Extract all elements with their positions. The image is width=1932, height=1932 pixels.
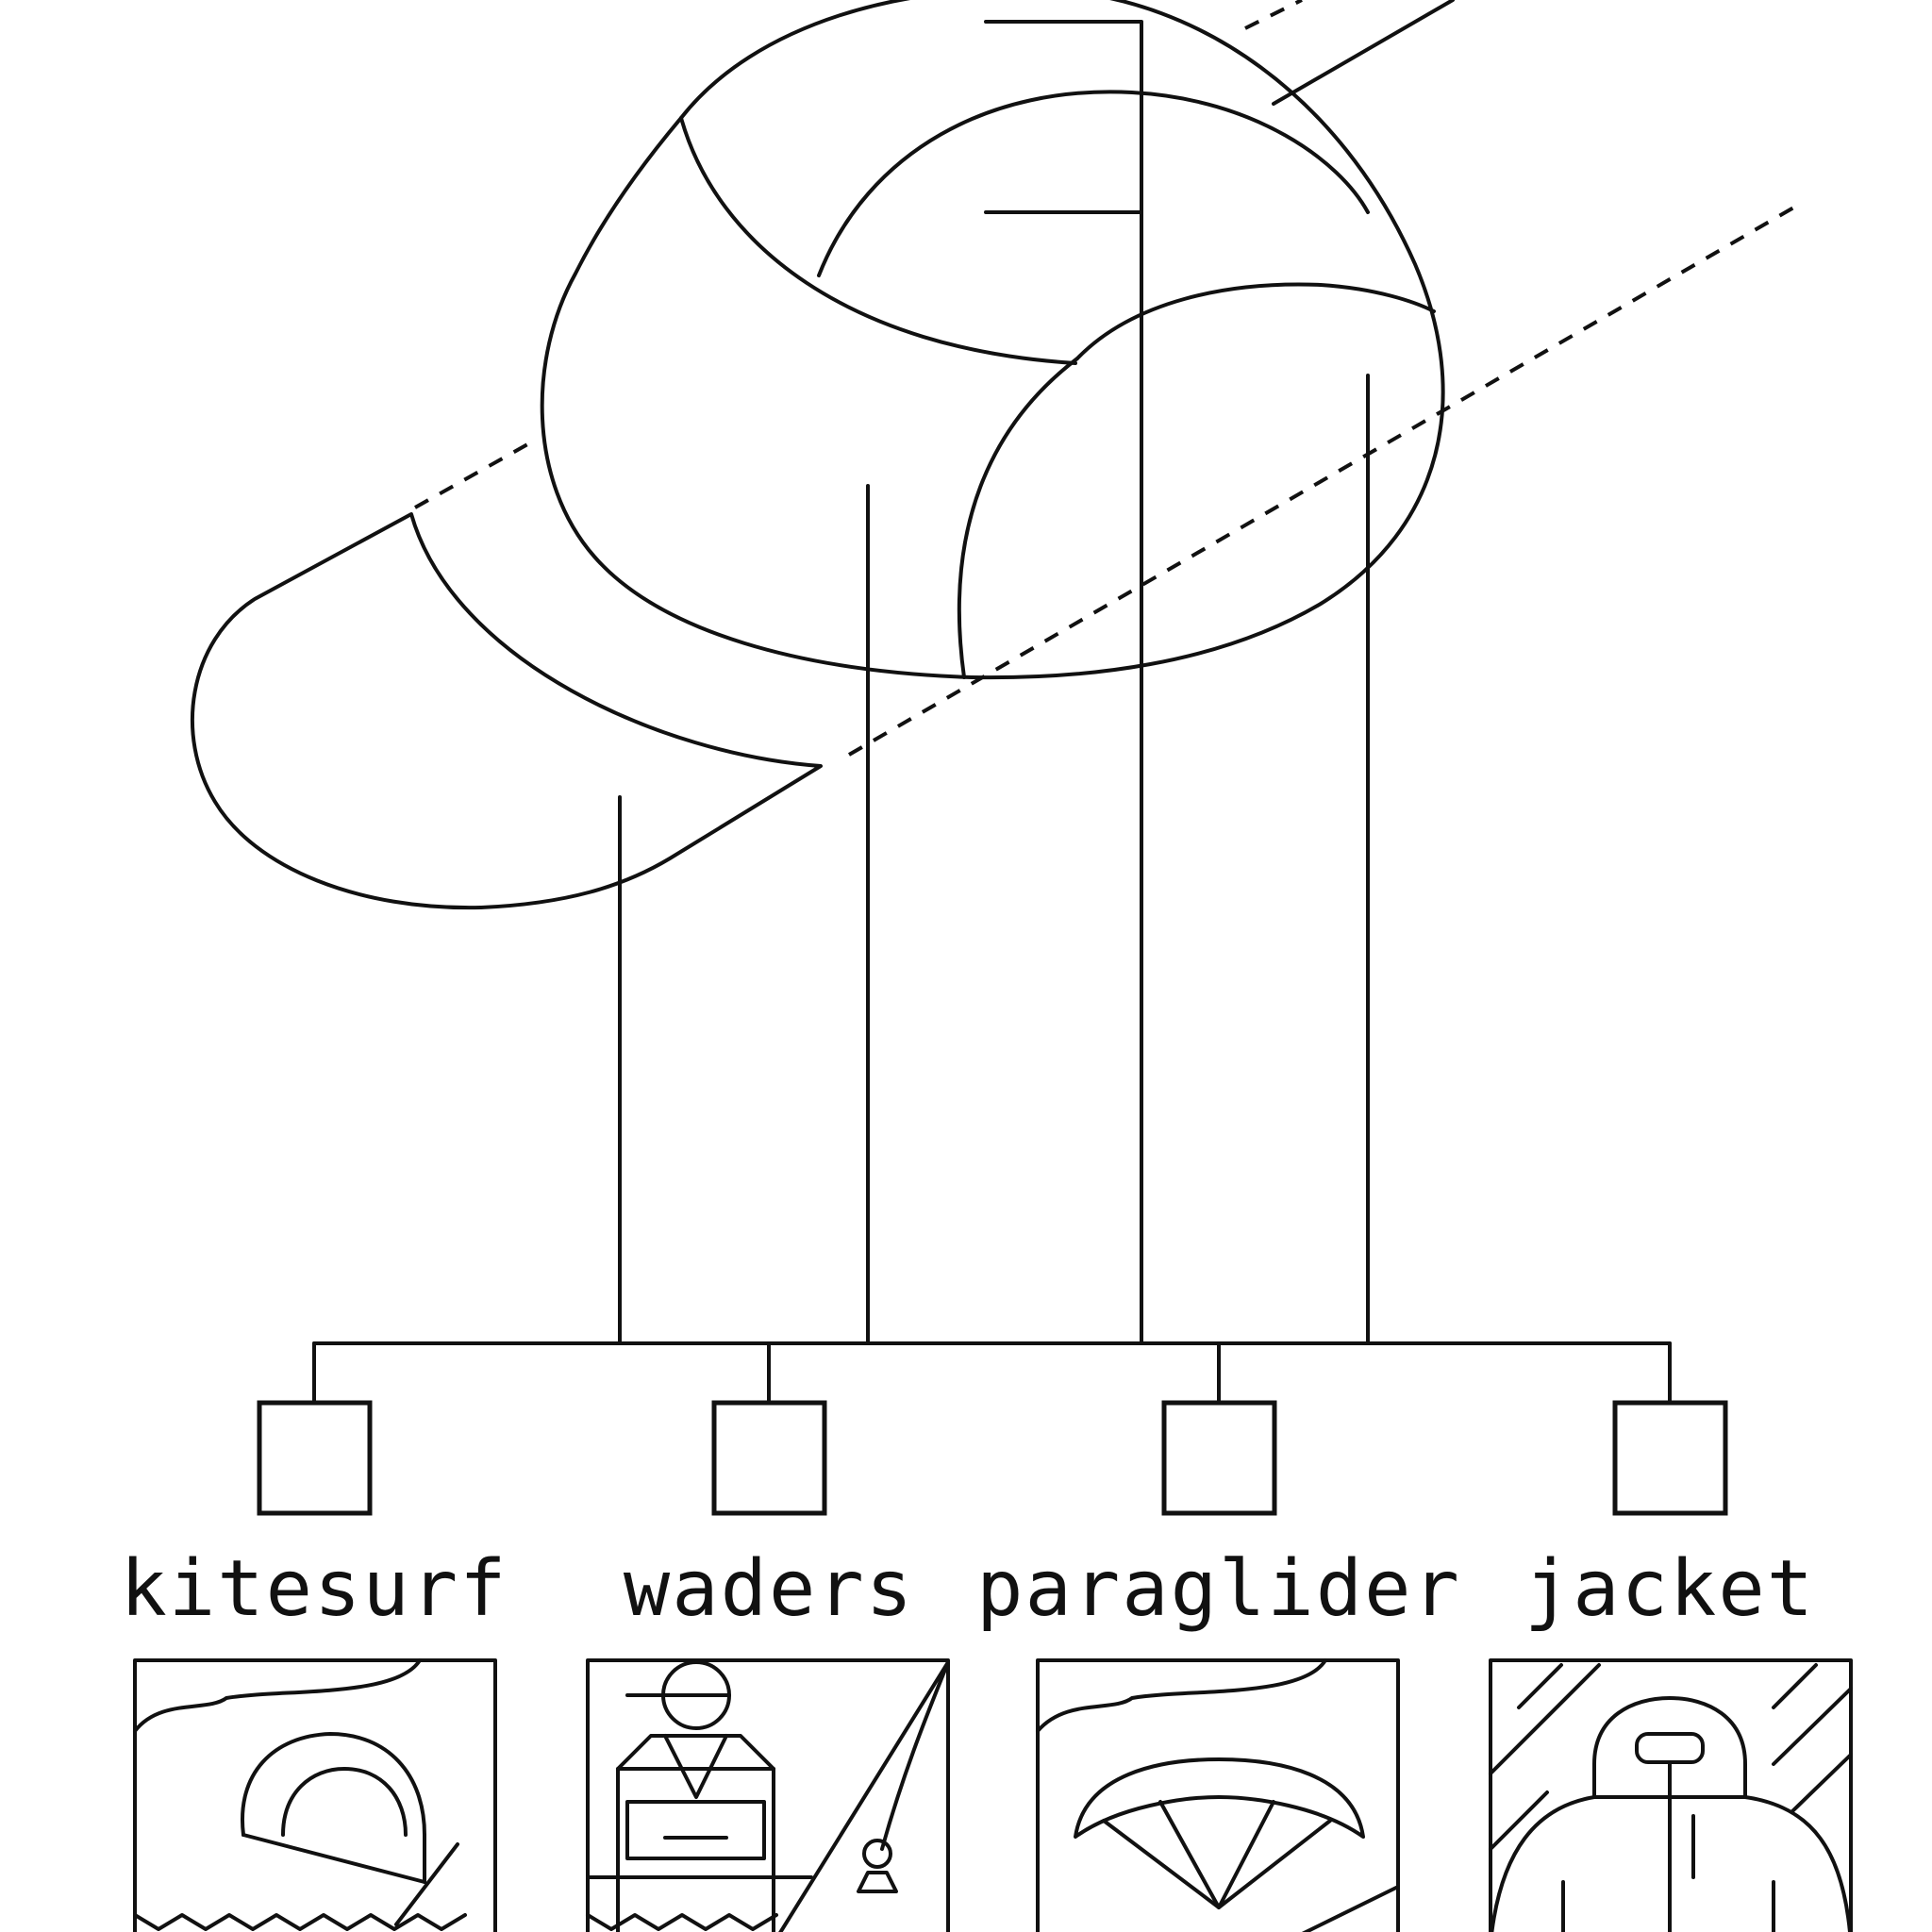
cap-dashed-guide-top <box>1244 0 1303 30</box>
connector-lines <box>312 210 1672 1405</box>
kitesurf-icon <box>133 1658 497 1932</box>
cap-seam-side <box>1075 282 1436 360</box>
waders-icon <box>586 1658 950 1932</box>
paraglider-icon <box>1036 1658 1400 1932</box>
material-labels: kitesurf waders paraglider jacket <box>121 1544 1815 1634</box>
cap-crown-outline <box>540 0 1445 680</box>
cap-seam-back <box>957 357 1079 679</box>
checkbox-kitesurf[interactable] <box>257 1400 373 1516</box>
label-paraglider: paraglider <box>976 1544 1461 1634</box>
cap-dashed-guide-main <box>847 201 1804 757</box>
checkbox-jacket[interactable] <box>1612 1400 1728 1516</box>
cap-dashed-guide-left <box>414 437 539 509</box>
cap-illustration <box>191 0 1804 910</box>
label-jacket: jacket <box>1524 1544 1815 1634</box>
jacket-icon <box>1489 1658 1853 1932</box>
cap-seam-front <box>679 116 1077 365</box>
checkbox-waders[interactable] <box>711 1400 827 1516</box>
label-waders: waders <box>624 1544 914 1634</box>
checkbox-paraglider[interactable] <box>1161 1400 1277 1516</box>
cap-visor <box>191 512 823 910</box>
cap-seam-middle <box>817 90 1370 277</box>
label-kitesurf: kitesurf <box>121 1544 508 1634</box>
cap-dashed-guide-top-right <box>1272 0 1455 106</box>
checkboxes <box>257 1400 1728 1516</box>
cap-back-tab <box>984 20 1143 214</box>
